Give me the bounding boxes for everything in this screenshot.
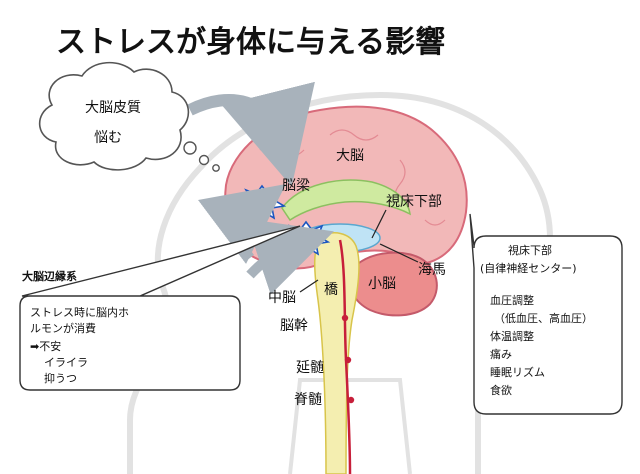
thought-cloud [38, 61, 190, 171]
limbic-line-3: ➡不安 [30, 339, 61, 353]
cloud-text-line1: 大脳皮質 [85, 100, 141, 116]
cerebellum-shape [348, 251, 438, 317]
label-pons: 橋 [324, 282, 338, 298]
leader-hippocampus [379, 243, 419, 263]
corpus-callosum-shape [281, 179, 411, 222]
page-title: ストレスが身体に与える影響 [56, 25, 445, 60]
spinal-dot-1 [341, 314, 349, 322]
hypo-item-4: 痛み [490, 347, 512, 361]
hypo-box-subheading: (自律神経センター) [480, 261, 577, 275]
limbic-line-1: ストレス時に脳内ホ [30, 305, 129, 319]
arrow-limbic-to-center [245, 218, 334, 295]
hypo-item-2: （低血圧、高血圧） [494, 311, 593, 325]
hypo-item-3: 体温調整 [490, 329, 534, 343]
thought-bubble-3 [212, 164, 220, 172]
label-cerebrum: 大脳 [336, 148, 364, 164]
label-corpus-callosum: 脳梁 [282, 178, 310, 194]
limbic-heading: 大脳辺縁系 [22, 269, 77, 283]
hypo-item-1: 血圧調整 [490, 293, 534, 307]
leader-midbrain [299, 279, 319, 293]
label-cerebellum: 小脳 [368, 276, 396, 292]
hypo-item-5: 睡眠リズム [490, 365, 545, 379]
leader-hypothalamus [371, 209, 387, 239]
arrow-cloud-to-brain [187, 81, 315, 187]
limbic-line-2: ルモンが消費 [30, 321, 96, 335]
hypothalamus-callout-box [469, 213, 623, 415]
label-medulla: 延髄 [296, 360, 324, 376]
label-midbrain: 中脳 [268, 290, 296, 306]
spinal-dot-2 [344, 356, 352, 364]
brainstem-shape [313, 232, 360, 474]
label-hippocampus: 海馬 [418, 262, 446, 278]
limbic-line-5: 抑うつ [44, 371, 77, 385]
limbic-callout-box [19, 225, 301, 391]
label-brainstem: 脳幹 [280, 317, 308, 334]
hypo-box-heading: 視床下部 [508, 243, 552, 257]
label-hypothalamus: 視床下部 [386, 194, 442, 210]
thought-bubble-1 [183, 141, 197, 155]
neck [288, 378, 412, 474]
spinal-dot-3 [347, 396, 355, 404]
cloud-text-line2: 悩む [94, 130, 122, 146]
hypo-item-6: 食欲 [490, 383, 512, 397]
thought-bubble-2 [198, 154, 210, 166]
limbic-line-4: イライラ [44, 356, 88, 369]
label-spinal-cord: 脊髄 [294, 392, 322, 408]
